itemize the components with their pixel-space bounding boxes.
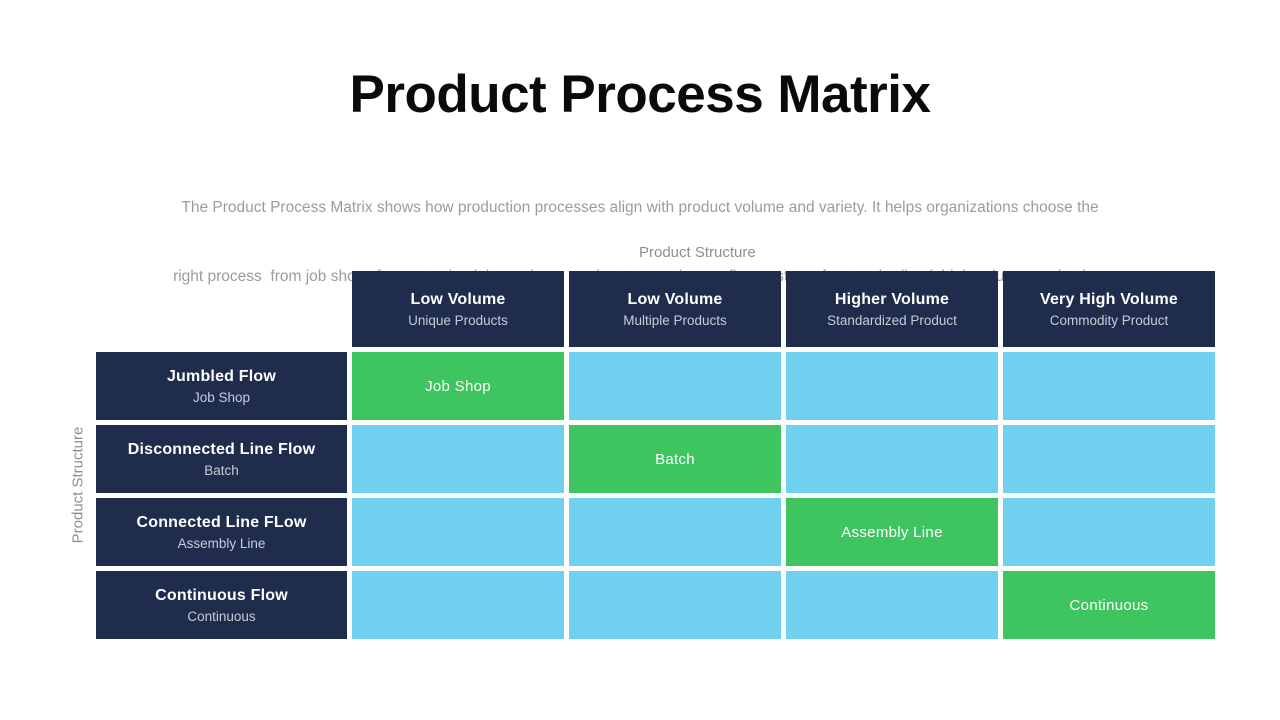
corner-spacer bbox=[96, 271, 347, 347]
column-subtitle: Standardized Product bbox=[827, 312, 957, 328]
matrix-cell-r3c4 bbox=[1003, 498, 1215, 566]
matrix-cell-r2c3 bbox=[786, 425, 998, 493]
column-title: Low Volume bbox=[627, 290, 723, 308]
row-subtitle: Batch bbox=[204, 462, 239, 478]
column-subtitle: Unique Products bbox=[408, 312, 508, 328]
row-header-connected-line-flow: Connected Line FLow Assembly Line bbox=[96, 498, 347, 566]
column-header-very-high-volume: Very High Volume Commodity Product bbox=[1003, 271, 1215, 347]
matrix-cell-r1c3 bbox=[786, 352, 998, 420]
row-subtitle: Continuous bbox=[187, 608, 256, 624]
column-title: Low Volume bbox=[410, 290, 506, 308]
row-title: Continuous Flow bbox=[155, 586, 288, 604]
column-title: Very High Volume bbox=[1039, 290, 1179, 308]
row-header-continuous-flow: Continuous Flow Continuous bbox=[96, 571, 347, 639]
row-title: Jumbled Flow bbox=[166, 367, 277, 385]
column-header-low-volume-multiple: Low Volume Multiple Products bbox=[569, 271, 781, 347]
highlight-cell-continuous: Continuous bbox=[1003, 571, 1215, 639]
row-header-jumbled-flow: Jumbled Flow Job Shop bbox=[96, 352, 347, 420]
column-header-low-volume-unique: Low Volume Unique Products bbox=[352, 271, 564, 347]
row-subtitle: Assembly Line bbox=[177, 535, 266, 551]
column-subtitle: Multiple Products bbox=[623, 312, 727, 328]
column-subtitle: Commodity Product bbox=[1049, 312, 1169, 328]
matrix-cell-r4c1 bbox=[352, 571, 564, 639]
matrix-cell-r1c2 bbox=[569, 352, 781, 420]
left-axis-label: Product Structure bbox=[69, 426, 87, 544]
matrix-cell-r4c3 bbox=[786, 571, 998, 639]
highlight-cell-job-shop: Job Shop bbox=[352, 352, 564, 420]
matrix-cell-r3c1 bbox=[352, 498, 564, 566]
column-header-higher-volume: Higher Volume Standardized Product bbox=[786, 271, 998, 347]
matrix-cell-r2c1 bbox=[352, 425, 564, 493]
highlight-cell-batch: Batch bbox=[569, 425, 781, 493]
matrix-cell-r1c4 bbox=[1003, 352, 1215, 420]
matrix-cell-r2c4 bbox=[1003, 425, 1215, 493]
matrix-cell-r4c2 bbox=[569, 571, 781, 639]
matrix-cell-r3c2 bbox=[569, 498, 781, 566]
product-process-matrix: Low Volume Unique Products Low Volume Mu… bbox=[96, 271, 1215, 639]
column-title: Higher Volume bbox=[834, 290, 950, 308]
row-header-disconnected-line-flow: Disconnected Line Flow Batch bbox=[96, 425, 347, 493]
row-subtitle: Job Shop bbox=[192, 389, 251, 405]
description-line-1: The Product Process Matrix shows how pro… bbox=[181, 199, 1099, 216]
page-title: Product Process Matrix bbox=[349, 65, 931, 124]
highlight-cell-assembly-line: Assembly Line bbox=[786, 498, 998, 566]
row-title: Connected Line FLow bbox=[136, 513, 307, 531]
row-title: Disconnected Line Flow bbox=[127, 440, 316, 458]
top-axis-label: Product Structure bbox=[639, 244, 756, 261]
